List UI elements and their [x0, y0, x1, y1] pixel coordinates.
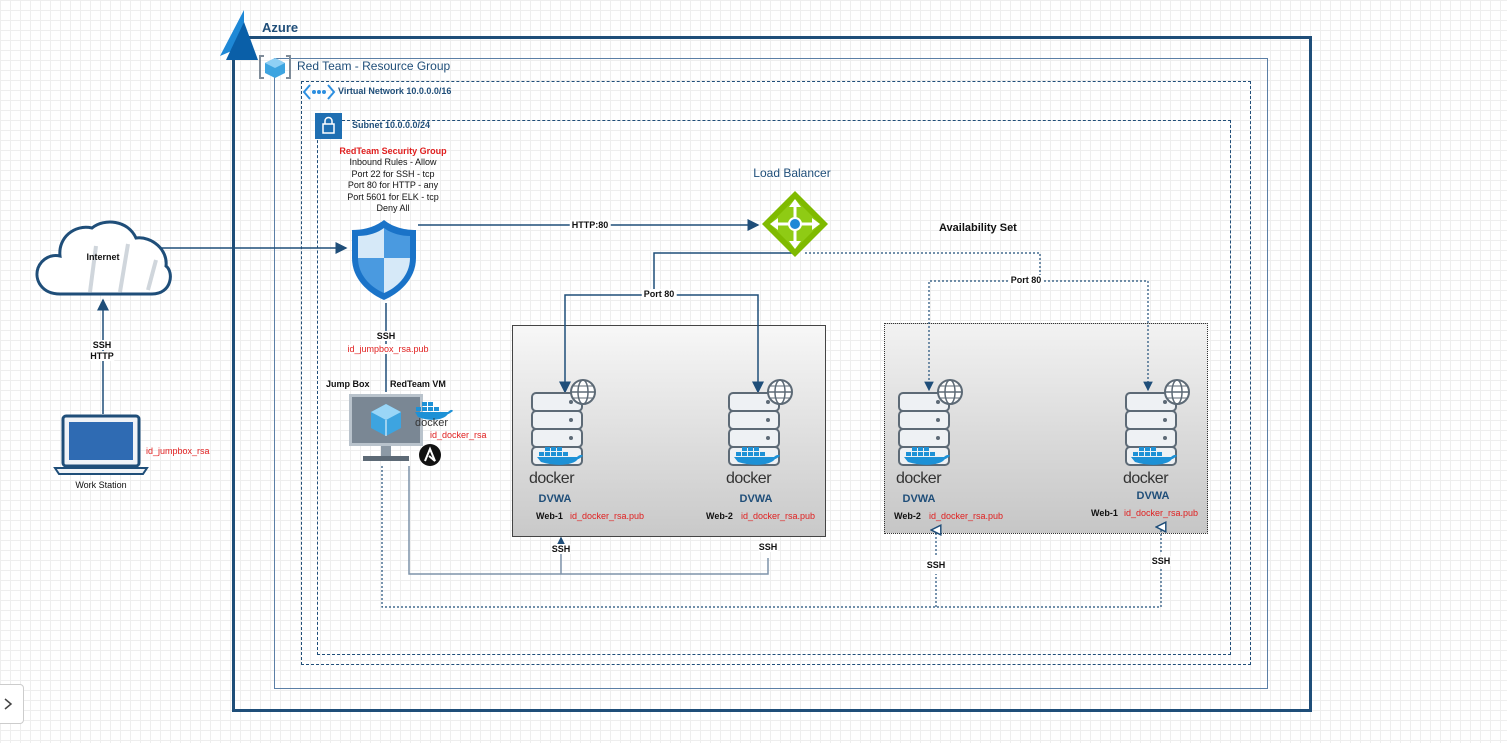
server-node	[898, 377, 970, 487]
edge-label-ssh: SSH	[92, 340, 112, 350]
lb-port80-right-edge	[805, 252, 1041, 281]
edge-label-ssh-avset-web2: SSH	[926, 560, 946, 570]
internet-cloud-icon	[35, 220, 172, 296]
availability-set-label: Availability Set	[939, 222, 1017, 234]
server-app-label: DVWA	[1136, 490, 1170, 502]
server-app-label: DVWA	[902, 493, 936, 505]
sg-rule: Port 80 for HTTP - any	[347, 180, 439, 190]
workstation-key-label: id_jumpbox_rsa	[146, 446, 210, 456]
azure-container	[232, 36, 1312, 712]
edge-label-port80-left: Port 80	[641, 289, 677, 299]
subnet-lock-icon	[315, 113, 342, 139]
shield-icon	[352, 220, 416, 300]
jumpbox-key-label: id_docker_rsa	[430, 430, 487, 440]
server-docker-text: docker	[726, 470, 772, 487]
internet-label: Internet	[86, 252, 120, 262]
server-node	[1125, 377, 1197, 487]
jumpbox-docker-text: docker	[415, 417, 449, 429]
panel-toggle-button[interactable]	[0, 684, 24, 724]
server-name-label: Web-1	[536, 511, 563, 521]
server-name-label: Web-2	[894, 511, 921, 521]
load-balancer-icon	[762, 191, 828, 257]
edge-label-ssh-web2: SSH	[758, 542, 778, 552]
vm-monitor-icon	[349, 394, 423, 461]
edge-label-sg-ssh: SSH	[376, 331, 396, 341]
server-app-label: DVWA	[538, 493, 572, 505]
port80-avset-web1-edge	[1040, 280, 1153, 392]
jumpbox-label: Jump Box	[326, 379, 370, 389]
vnet-container	[301, 81, 1251, 665]
azure-logo-icon	[220, 10, 258, 60]
server-docker-text: docker	[896, 470, 942, 487]
resource-group-label: Red Team - Resource Group	[297, 59, 451, 73]
server-rack-icon	[898, 379, 963, 466]
laptop-icon	[53, 414, 149, 475]
server-key-label: id_docker_rsa.pub	[1124, 508, 1199, 518]
port80-web1-edge	[559, 294, 654, 394]
server-key-label: id_docker_rsa.pub	[570, 511, 645, 521]
sg-rule: Inbound Rules - Allow	[349, 157, 437, 167]
port80-web2-edge	[654, 294, 764, 394]
server-docker-text: docker	[1123, 470, 1169, 487]
server-node	[728, 377, 800, 487]
resource-group-icon	[259, 55, 291, 79]
chevron-right-icon	[4, 698, 13, 710]
server-name-label: Web-2	[706, 511, 733, 521]
port80-avset-web2-edge	[924, 280, 1040, 392]
subnet-label: Subnet 10.0.0.0/24	[352, 120, 431, 130]
edge-label-http80: HTTP:80	[569, 220, 611, 230]
jumpbox-ssh-left-edge	[408, 466, 769, 575]
resource-group-container	[274, 58, 1268, 689]
edge-label-sg-key: id_jumpbox_rsa.pub	[347, 344, 429, 354]
edge-label-http: HTTP	[90, 351, 114, 361]
vnet-icon	[302, 84, 336, 100]
server-rack-icon	[1125, 379, 1190, 466]
docker-whale-icon	[415, 402, 453, 420]
security-group-title: RedTeam Security Group	[339, 146, 447, 156]
jumpbox-ssh-right-edge	[381, 466, 1162, 608]
server-app-label: DVWA	[739, 493, 773, 505]
redteam-vm-label: RedTeam VM	[390, 379, 446, 389]
lb-port80-left-edge	[653, 252, 795, 295]
workstation-label: Work Station	[75, 480, 127, 490]
server-name-label: Web-1	[1091, 508, 1118, 518]
server-key-label: id_docker_rsa.pub	[741, 511, 816, 521]
server-docker-text: docker	[529, 470, 575, 487]
server-rack-icon	[531, 379, 596, 466]
server-key-label: id_docker_rsa.pub	[929, 511, 1004, 521]
edge-label-ssh-web1: SSH	[551, 544, 571, 554]
sg-rule: Port 5601 for ELK - tcp	[347, 192, 439, 202]
server-node	[531, 377, 603, 487]
edge-label-port80-right: Port 80	[1008, 275, 1044, 285]
load-balancer-label: Load Balancer	[753, 166, 831, 180]
vnet-label: Virtual Network 10.0.0.0/16	[338, 86, 452, 96]
ansible-icon	[419, 444, 441, 466]
sg-rule: Port 22 for SSH - tcp	[351, 169, 435, 179]
sg-rule: Deny All	[376, 203, 410, 213]
edge-label-ssh-avset-web1: SSH	[1151, 556, 1171, 566]
subnet-container	[317, 120, 1231, 655]
azure-label: Azure	[262, 20, 299, 35]
server-rack-icon	[728, 379, 793, 466]
